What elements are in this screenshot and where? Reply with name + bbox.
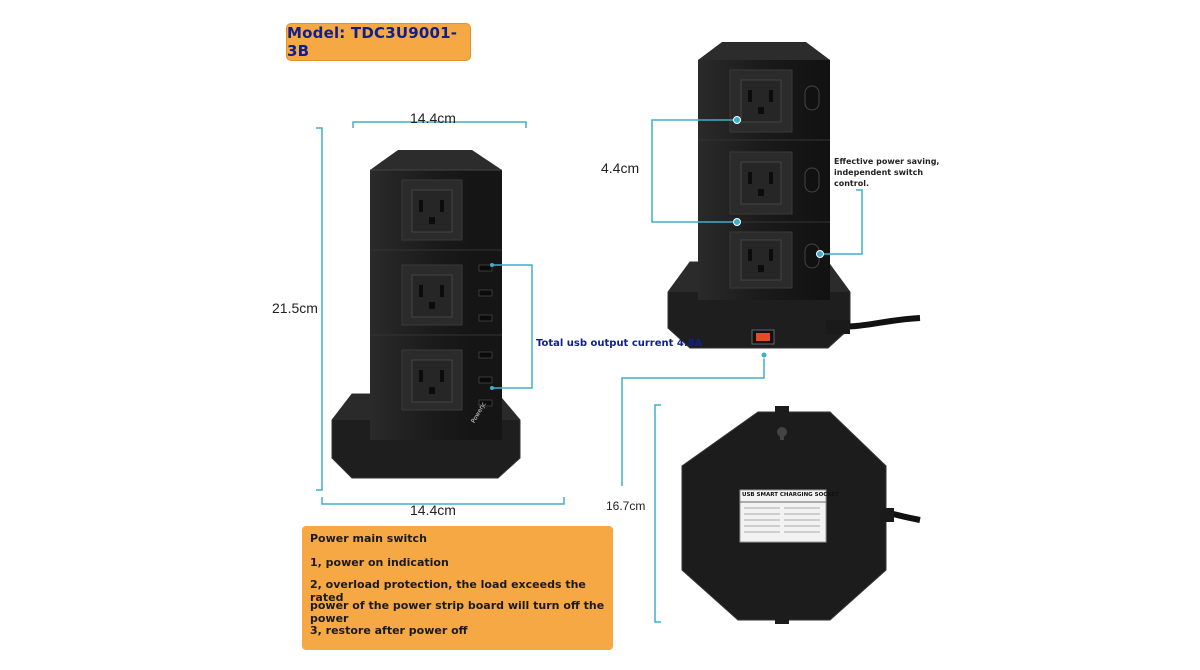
info-line-2: 2, overload protection, the load exceeds…: [310, 578, 586, 604]
right-leader-lines: [621, 119, 863, 486]
info-line-4: 3, restore after power off: [310, 624, 468, 637]
outlet: [401, 264, 463, 326]
bottom-view: [681, 406, 921, 624]
switch-icon: [804, 85, 820, 269]
right-tower: [667, 42, 921, 349]
power-indicator-icon: [756, 333, 770, 341]
top-width-label: 14.4cm: [410, 110, 456, 126]
info-line-3: power of the power strip board will turn…: [310, 599, 605, 625]
base-depth-label: 16.7cm: [606, 499, 646, 513]
bottom-label-title: USB SMART CHARGING SOCKET: [742, 492, 840, 498]
outlet: [729, 151, 793, 215]
usb-output-note: Total usb output current 4.8A: [536, 338, 703, 349]
outlet: [729, 69, 793, 133]
model-label: Model: TDC3U9001-3B: [287, 24, 458, 60]
info-title: Power main switch: [310, 532, 427, 545]
outlet-spacing-label: 4.4cm: [601, 160, 640, 176]
info-line-1: 1, power on indication: [310, 556, 449, 569]
left-tower: [331, 150, 533, 479]
bottom-width-label: 14.4cm: [410, 502, 456, 518]
outlet: [729, 231, 793, 289]
model-label-box: Model: TDC3U9001-3B: [287, 24, 470, 60]
switch-note: Effective power saving, independent swit…: [834, 157, 940, 188]
outlet: [401, 179, 463, 241]
left-dimension-lines: [316, 121, 565, 505]
power-switch-info-box: Power main switch 1, power on indication…: [302, 526, 613, 650]
bottom-label: [739, 489, 827, 543]
height-label: 21.5cm: [272, 300, 318, 316]
outlet: [401, 349, 463, 411]
usb-ports: [478, 264, 493, 407]
